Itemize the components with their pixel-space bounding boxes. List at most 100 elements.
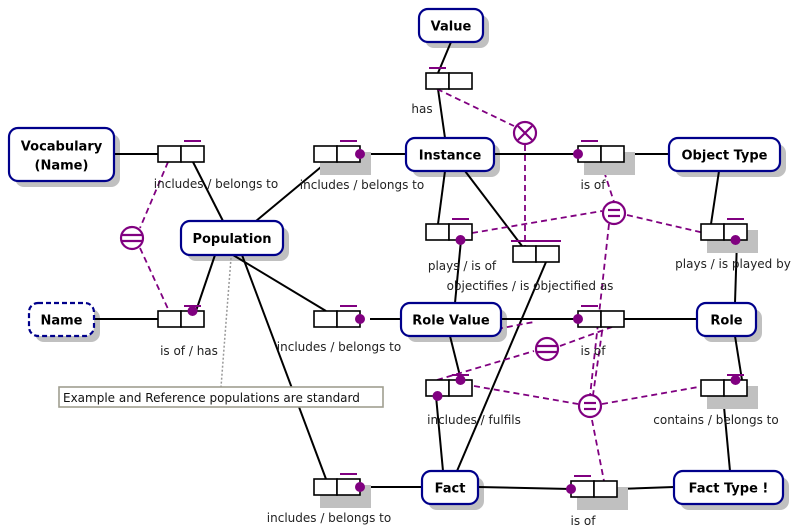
mandatory-dot: [566, 484, 576, 494]
mandatory-dot: [355, 149, 365, 159]
entity-box: [399, 301, 503, 338]
entity-label: Role Value: [412, 314, 490, 329]
subset-constraint-icon[interactable]: [577, 393, 603, 419]
fact-type-value-instance[interactable]: [425, 67, 473, 90]
mandatory-dot: [455, 235, 466, 245]
equality-constraint-icon[interactable]: [119, 225, 145, 251]
entity-role-value[interactable]: Role Value: [399, 301, 503, 338]
role-connector: [477, 486, 572, 490]
entity-role[interactable]: Role: [695, 301, 758, 338]
mandatory-dot: [573, 314, 583, 324]
entity-fact[interactable]: Fact: [420, 469, 480, 506]
fact-reading: contains / belongs to: [653, 413, 778, 427]
constraint-connector: [139, 161, 169, 229]
constraint-connector: [436, 350, 535, 381]
role-box[interactable]: [600, 310, 625, 328]
fact-reading: includes / belongs to: [154, 177, 278, 191]
entity-label: Fact Type !: [689, 482, 769, 497]
fact-type-fact-facttype[interactable]: [566, 475, 628, 510]
constraint-connector: [471, 210, 603, 234]
role-box[interactable]: [512, 245, 537, 263]
constraint-connector: [496, 321, 535, 330]
role-box[interactable]: [425, 72, 450, 90]
fact-type-instance-rolevalue[interactable]: [425, 218, 473, 245]
role-box[interactable]: [425, 223, 450, 241]
role-connector: [454, 239, 462, 304]
mandatory-dot: [187, 306, 198, 316]
role-box[interactable]: [593, 480, 618, 498]
fact-reading: is of: [581, 178, 607, 192]
role-connector: [734, 335, 743, 381]
role-box[interactable]: [313, 478, 338, 496]
role-box[interactable]: [157, 310, 182, 328]
note-connector: [220, 257, 232, 388]
role-connector: [456, 261, 547, 472]
role-box[interactable]: [535, 245, 560, 263]
fact-type-objtype-role[interactable]: [700, 218, 758, 253]
role-connector: [192, 161, 224, 222]
fact-reading: is of / has: [160, 344, 218, 358]
equality-constraint-icon[interactable]: [534, 336, 560, 362]
mandatory-dot: [730, 375, 741, 385]
fact-type-rolevalue-fact[interactable]: [425, 374, 473, 401]
role-box[interactable]: [180, 145, 205, 163]
mandatory-dot: [455, 375, 466, 385]
role-box[interactable]: [448, 72, 473, 90]
role-connector: [195, 254, 216, 312]
fact-type-role-facttype[interactable]: [700, 374, 758, 409]
entity-population[interactable]: Population: [179, 219, 285, 257]
entity-name[interactable]: Name: [27, 301, 96, 338]
fact-type-pop-rolevalue[interactable]: [313, 305, 365, 328]
entity-box: [695, 301, 758, 338]
role-box[interactable]: [313, 145, 338, 163]
entity-box: [420, 469, 480, 506]
role-box[interactable]: [600, 145, 625, 163]
entity-label: Value: [431, 20, 472, 35]
constraint-connector: [139, 247, 170, 312]
exclusion-constraint-icon[interactable]: [512, 120, 538, 146]
constraint-connector: [436, 88, 515, 127]
constraint-connector: [473, 385, 579, 405]
role-box[interactable]: [313, 310, 338, 328]
role-connector: [437, 170, 446, 225]
note-box[interactable]: Example and Reference populations are st…: [58, 386, 384, 408]
entity-label: Instance: [419, 149, 482, 164]
fact-reading: includes / fulfils: [427, 413, 521, 427]
entity-object-type[interactable]: Object Type: [667, 136, 782, 173]
entity-box: [179, 219, 285, 257]
role-box[interactable]: [700, 223, 725, 241]
entity-vocabulary[interactable]: Vocabulary(Name): [7, 126, 116, 183]
fact-type-rolevalue-role[interactable]: [573, 305, 625, 328]
entity-value[interactable]: Value: [417, 7, 485, 44]
fact-type-pop-fact[interactable]: [313, 473, 371, 508]
role-connector: [435, 395, 444, 472]
fact-reading: is of: [571, 514, 597, 528]
mandatory-dot: [730, 235, 741, 245]
fact-type-fact-instance[interactable]: [511, 240, 561, 263]
mandatory-dot: [355, 314, 365, 324]
fact-reading: includes / belongs to: [267, 511, 391, 525]
entity-label: Population: [192, 232, 271, 247]
fact-type-instance-objtype[interactable]: [573, 140, 635, 175]
fact-type-pop-instance[interactable]: [313, 140, 371, 175]
subset-constraint-icon[interactable]: [601, 200, 627, 226]
role-box[interactable]: [700, 379, 725, 397]
entity-fact-type[interactable]: Fact Type !: [672, 469, 785, 506]
role-connector: [232, 254, 327, 312]
mandatory-dot: [355, 482, 365, 492]
mandatory-dot: [573, 149, 583, 159]
fact-reading: is of: [581, 344, 607, 358]
mandatory-dot: [432, 391, 443, 401]
role-connector: [437, 88, 446, 139]
entity-label: Fact: [435, 482, 466, 497]
fact-type-vocab-pop[interactable]: [157, 140, 205, 163]
entity-label: Vocabulary: [21, 140, 103, 155]
fact-reading: has: [411, 102, 432, 116]
role-box[interactable]: [157, 145, 182, 163]
fact-type-name-pop[interactable]: [157, 305, 205, 328]
entity-box: [404, 136, 496, 173]
entity-box: [7, 126, 116, 183]
entity-instance[interactable]: Instance: [404, 136, 496, 173]
note-text: Example and Reference populations are st…: [63, 391, 360, 405]
